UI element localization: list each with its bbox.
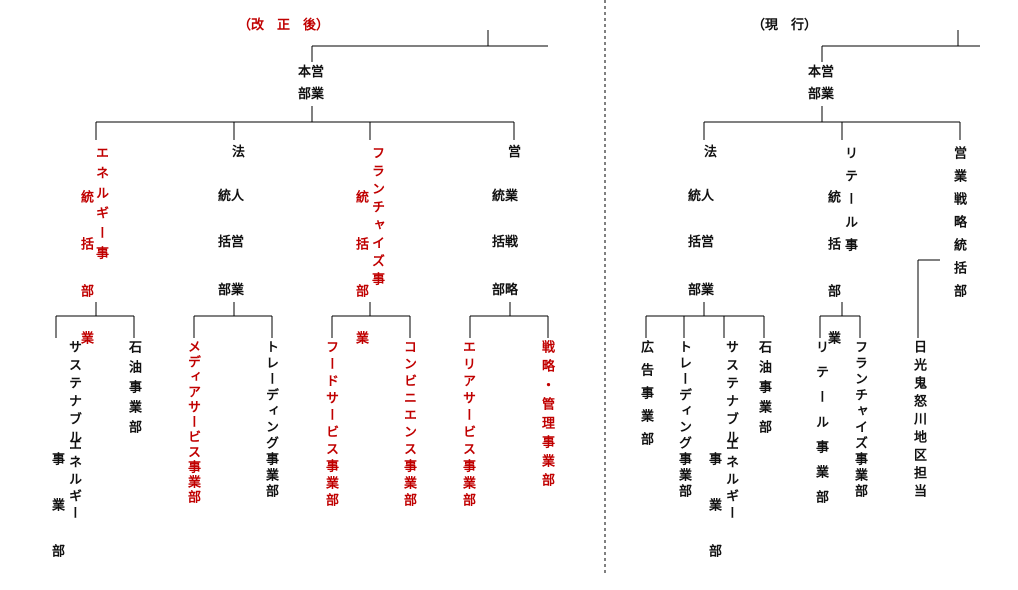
heading-current: （現 行） — [752, 18, 818, 33]
revised-unit-sales-row1: 統業 — [492, 189, 519, 204]
current-hq-line1: 本営 — [808, 65, 835, 80]
revised-unit-franchise-col2: 統括部業 — [353, 190, 368, 378]
revised-dept-cvs: コンビニエンス事業部 — [401, 340, 416, 510]
current-hq-line2: 部業 — [808, 87, 835, 102]
revised-dept-food: フードサービス事業部 — [323, 340, 338, 510]
current-unit-retail-col2: 統括部業 — [825, 190, 840, 378]
revised-unit-legal-row1: 統人 — [218, 189, 245, 204]
revised-dept-trading: トレーディング事業部 — [263, 340, 278, 500]
current-dept-sustainable-col3: エネルギー — [723, 438, 738, 523]
revised-dept-oil: 石油事業部 — [126, 340, 141, 440]
revised-dept-sustainable-col1: サステナブル — [66, 340, 81, 448]
revised-dept-strategy: 戦略・管理事業部 — [539, 340, 554, 492]
current-unit-retail-col1: リテール事 — [842, 146, 857, 261]
current-dept-retail: リテール事業部 — [813, 340, 828, 515]
revised-unit-legal-col1: 法 — [232, 145, 246, 160]
current-dept-sustainable-col1: サステナブル — [723, 340, 738, 448]
current-dept-trading: トレーディング事業部 — [676, 340, 691, 500]
revised-unit-sales-row3: 部略 — [492, 283, 519, 298]
revised-unit-energy-col2: 統括部業 — [78, 190, 93, 378]
current-dept-oil: 石油事業部 — [756, 340, 771, 440]
revised-unit-energy-col1: エネルギー事 — [93, 146, 108, 266]
current-unit-legal-row2: 括営 — [688, 235, 715, 250]
revised-hq-line1: 本営 — [298, 65, 325, 80]
revised-unit-sales-row2: 括戦 — [492, 235, 519, 250]
current-unit-legal-col1: 法 — [704, 145, 718, 160]
current-unit-sales: 営業戦略統括部 — [951, 146, 966, 307]
current-unit-legal-row1: 統人 — [688, 189, 715, 204]
revised-dept-media: メディアサービス事業部 — [185, 340, 200, 505]
org-chart-lines — [55, 0, 980, 574]
current-dept-nikko: 日光鬼怒川地区担当 — [911, 340, 926, 502]
current-unit-legal-row3: 部業 — [688, 283, 715, 298]
revised-unit-sales-col1: 営 — [508, 145, 522, 160]
heading-revised: （改 正 後） — [238, 18, 330, 33]
revised-dept-sustainable-col2: 事業部 — [49, 452, 64, 590]
revised-unit-legal-row2: 括営 — [218, 235, 245, 250]
revised-dept-sustainable-col3: エネルギー — [66, 438, 81, 523]
current-dept-sustainable-col2: 事業部 — [706, 452, 721, 590]
current-dept-franchise: フランチャイズ事業部 — [852, 340, 867, 500]
current-dept-ad: 広告事業部 — [638, 340, 653, 455]
revised-dept-area: エリアサービス事業部 — [460, 340, 475, 510]
revised-unit-legal-row3: 部業 — [218, 283, 245, 298]
revised-unit-franchise-col1: フランチャイズ事 — [369, 146, 384, 290]
revised-hq-line2: 部業 — [298, 87, 325, 102]
